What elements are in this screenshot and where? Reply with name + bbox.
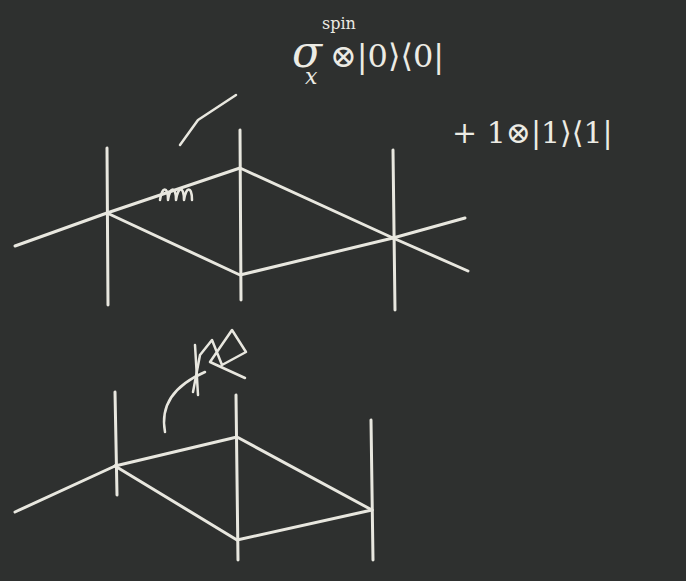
operator-superscript: spin: [322, 16, 356, 32]
tensor-network-bottom: [15, 330, 373, 560]
operator-subscript: x: [305, 66, 317, 88]
projector-term: + 1⊗|1⟩⟨1|: [452, 118, 613, 148]
projector-term: ⊗|0⟩⟨0|: [330, 40, 444, 72]
tensor-network-top: [15, 95, 468, 310]
